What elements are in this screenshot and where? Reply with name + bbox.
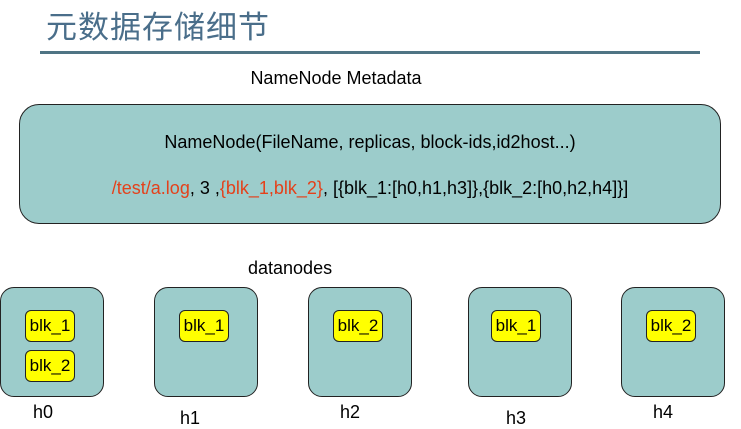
block-id-set: {blk_1,blk_2} bbox=[219, 178, 323, 198]
datanode-box-h0: blk_1 blk_2 bbox=[0, 287, 104, 397]
replica-separator: , 3 , bbox=[189, 178, 220, 198]
host-label-h3: h3 bbox=[506, 408, 527, 428]
block-badge: blk_2 bbox=[333, 310, 383, 342]
block-badge: blk_2 bbox=[646, 310, 696, 342]
block-badge: blk_2 bbox=[25, 350, 75, 382]
datanode-box-h4: blk_2 bbox=[621, 287, 725, 397]
namenode-box: NameNode(FileName, replicas, block-ids,i… bbox=[19, 104, 721, 224]
namenode-entry: /test/a.log, 3 ,{blk_1,blk_2}, [{blk_1:[… bbox=[20, 178, 720, 199]
host-label-h4: h4 bbox=[653, 402, 674, 422]
mapping-separator: , bbox=[322, 178, 333, 198]
host-label-h1: h1 bbox=[180, 408, 201, 428]
block-badge: blk_1 bbox=[25, 310, 75, 342]
host-label-h2: h2 bbox=[340, 402, 361, 422]
page-title: 元数据存储细节 bbox=[46, 10, 270, 46]
metadata-heading: NameNode Metadata bbox=[250, 68, 422, 88]
datanode-box-h2: blk_2 bbox=[308, 287, 412, 397]
block-badge: blk_1 bbox=[491, 310, 541, 342]
namenode-signature: NameNode(FileName, replicas, block-ids,i… bbox=[164, 132, 576, 152]
title-divider bbox=[40, 51, 700, 54]
datanodes-heading: datanodes bbox=[248, 258, 333, 278]
host-label-h0: h0 bbox=[33, 402, 54, 422]
datanode-box-h3: blk_1 bbox=[468, 287, 572, 397]
block-host-mapping: [{blk_1:[h0,h1,h3]},{blk_2:[h0,h2,h4]}] bbox=[332, 178, 629, 198]
file-path: /test/a.log bbox=[111, 178, 190, 198]
datanode-box-h1: blk_1 bbox=[154, 287, 258, 397]
block-badge: blk_1 bbox=[179, 310, 229, 342]
